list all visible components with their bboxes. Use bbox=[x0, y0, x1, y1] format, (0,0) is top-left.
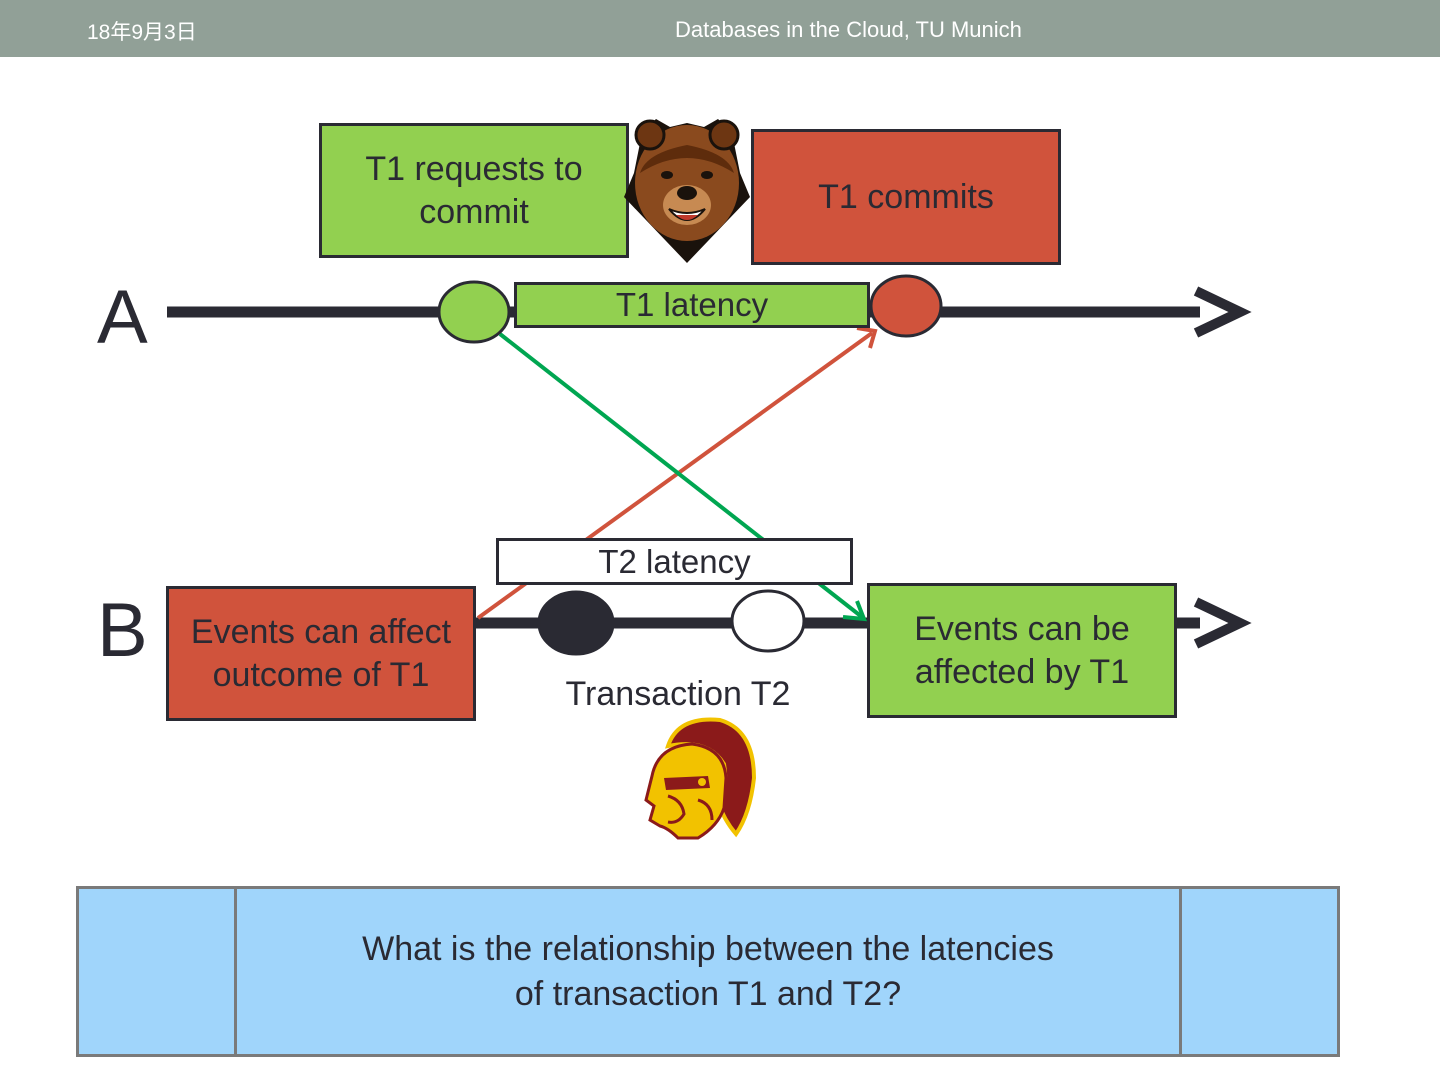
green-arrowhead bbox=[842, 600, 868, 622]
header-date: 18年9月3日 bbox=[87, 21, 197, 44]
events-affect-t1-box: Events can affect outcome of T1 bbox=[166, 586, 476, 721]
header-title: Databases in the Cloud, TU Munich bbox=[675, 17, 1022, 42]
t1-latency-bar: T1 latency bbox=[514, 282, 870, 328]
t2-latency-bar: T2 latency bbox=[496, 538, 853, 585]
question-right-divider bbox=[1179, 889, 1182, 1054]
trojan-helmet-logo-icon bbox=[644, 717, 757, 840]
question-box: What is the relationship between the lat… bbox=[76, 886, 1340, 1057]
t1-request-event bbox=[437, 280, 511, 344]
transaction-t2-caption: Transaction T2 bbox=[565, 675, 791, 713]
timeline-b-label: B bbox=[97, 588, 148, 673]
t1-commit-box: T1 commits bbox=[751, 129, 1061, 265]
bear-logo-icon bbox=[624, 119, 750, 263]
timeline-a-label: A bbox=[97, 275, 148, 360]
slide-header: 18年9月3日 Databases in the Cloud, TU Munic… bbox=[0, 0, 1440, 57]
red-arrowhead bbox=[856, 326, 878, 349]
events-affected-by-t1-box: Events can be affected by T1 bbox=[867, 583, 1177, 718]
timeline-a-arrowhead bbox=[1193, 286, 1252, 338]
question-left-divider bbox=[234, 889, 237, 1054]
t2-start-event bbox=[537, 590, 615, 656]
t2-end-event bbox=[730, 589, 806, 653]
t1-commit-event bbox=[869, 274, 943, 338]
question-text: What is the relationship between the lat… bbox=[362, 930, 1054, 1013]
t1-request-box: T1 requests to commit bbox=[319, 123, 629, 258]
timeline-b-arrowhead bbox=[1193, 597, 1252, 649]
